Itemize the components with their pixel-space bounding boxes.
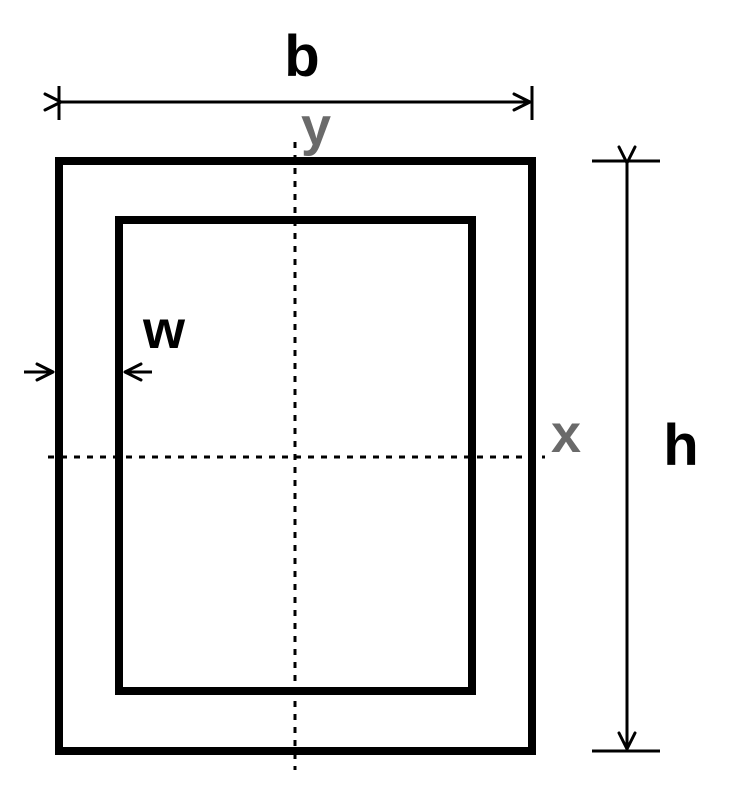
h-label: h <box>663 413 698 478</box>
x-axis-label: x <box>551 404 581 464</box>
y-axis-label: y <box>301 97 331 157</box>
b-label: b <box>284 24 319 89</box>
w-label: w <box>142 300 186 360</box>
